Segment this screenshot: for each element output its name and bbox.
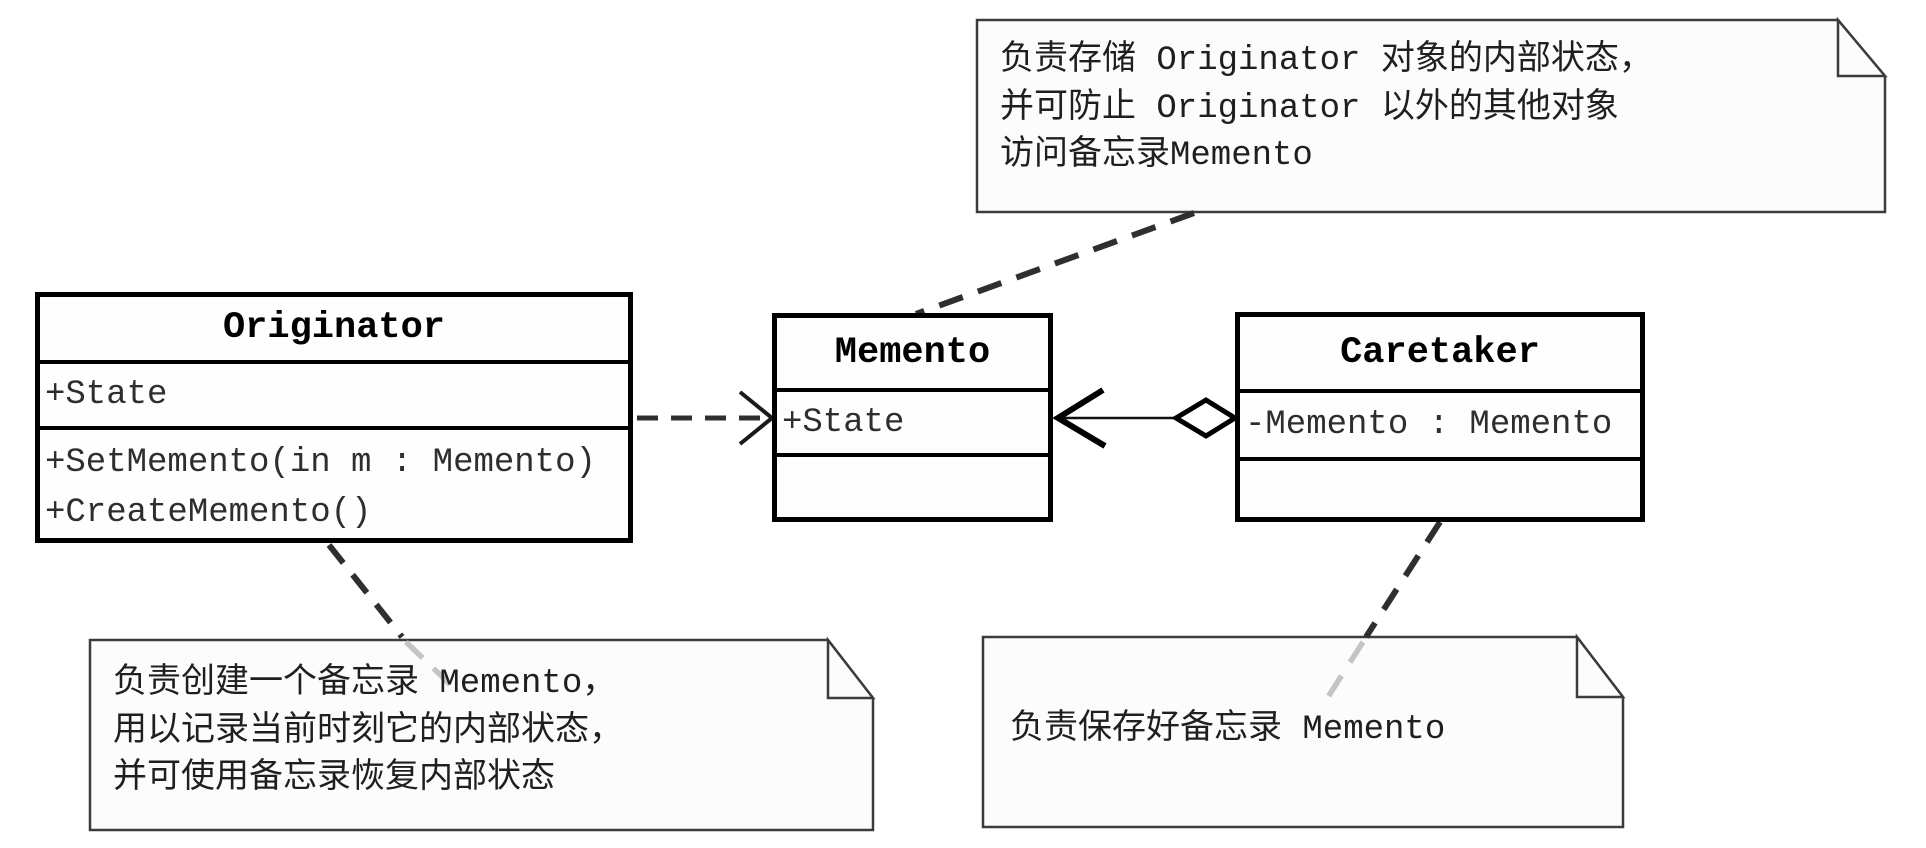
note-line: 用以记录当前时刻它的内部状态， [113, 712, 623, 751]
class-box-originator: Originator +State +SetMemento(in m : Mem… [35, 292, 633, 543]
note-line: 并可使用备忘录恢复内部状态 [113, 760, 555, 798]
note-anchor-line-caretaker [1363, 520, 1443, 639]
class-name: Memento [834, 332, 991, 374]
class-box-caretaker: Caretaker -Memento : Memento [1235, 312, 1645, 522]
note-anchor-line-caretaker-faded [1325, 640, 1366, 699]
note-line: 负责存储 Originator 对象的内部状态， [1000, 42, 1653, 80]
uml-note-right-outline [981, 633, 1626, 829]
uml-note-top-outline [975, 16, 1888, 214]
aggregation-arrowhead [1052, 387, 1107, 449]
attributes-compartment: -Memento : Memento [1240, 389, 1640, 457]
method: +CreateMemento() [45, 494, 372, 532]
note-anchor-line-originator-faded [404, 640, 458, 692]
note-anchor-line-originator [326, 543, 405, 639]
note-line: 负责保存好备忘录 Memento [1010, 711, 1446, 749]
uml-note-originator-text: 负责创建一个备忘录 Memento， 用以记录当前时刻它的内部状态， 并可使用备… [113, 661, 623, 804]
class-name: Originator [222, 307, 446, 350]
note-line: 访问备忘录Memento [1000, 137, 1313, 175]
note-line: 并可防止 Originator 以外的其他对象 [1000, 89, 1619, 128]
uml-note-caretaker-text: 负责保存好备忘录 Memento [1010, 707, 1445, 755]
uml-note-memento-text: 负责存储 Originator 对象的内部状态， 并可防止 Originator… [1000, 38, 1653, 181]
attributes-compartment: +State [40, 359, 628, 427]
class-name: Caretaker [1340, 332, 1540, 374]
class-box-memento: Memento +State [772, 313, 1053, 522]
attributes-compartment: +State [777, 388, 1048, 453]
uml-note-left-outline [88, 636, 876, 832]
attribute: +State [45, 375, 168, 414]
note-fold-corner [1575, 633, 1626, 699]
aggregation-diamond [1171, 397, 1240, 439]
methods-compartment: +SetMemento(in m : Memento) +CreateMemen… [40, 426, 628, 538]
note-fold-corner [1836, 16, 1888, 78]
methods-compartment [777, 453, 1048, 517]
note-fold-corner [826, 636, 876, 700]
method: +SetMemento(in m : Memento) [45, 444, 596, 482]
note-line: 负责创建一个备忘录 Memento， [113, 665, 617, 703]
methods-compartment [1240, 457, 1640, 517]
note-anchor-line-memento [914, 210, 1196, 317]
attribute: +State [782, 403, 905, 442]
attribute: -Memento : Memento [1245, 406, 1613, 444]
